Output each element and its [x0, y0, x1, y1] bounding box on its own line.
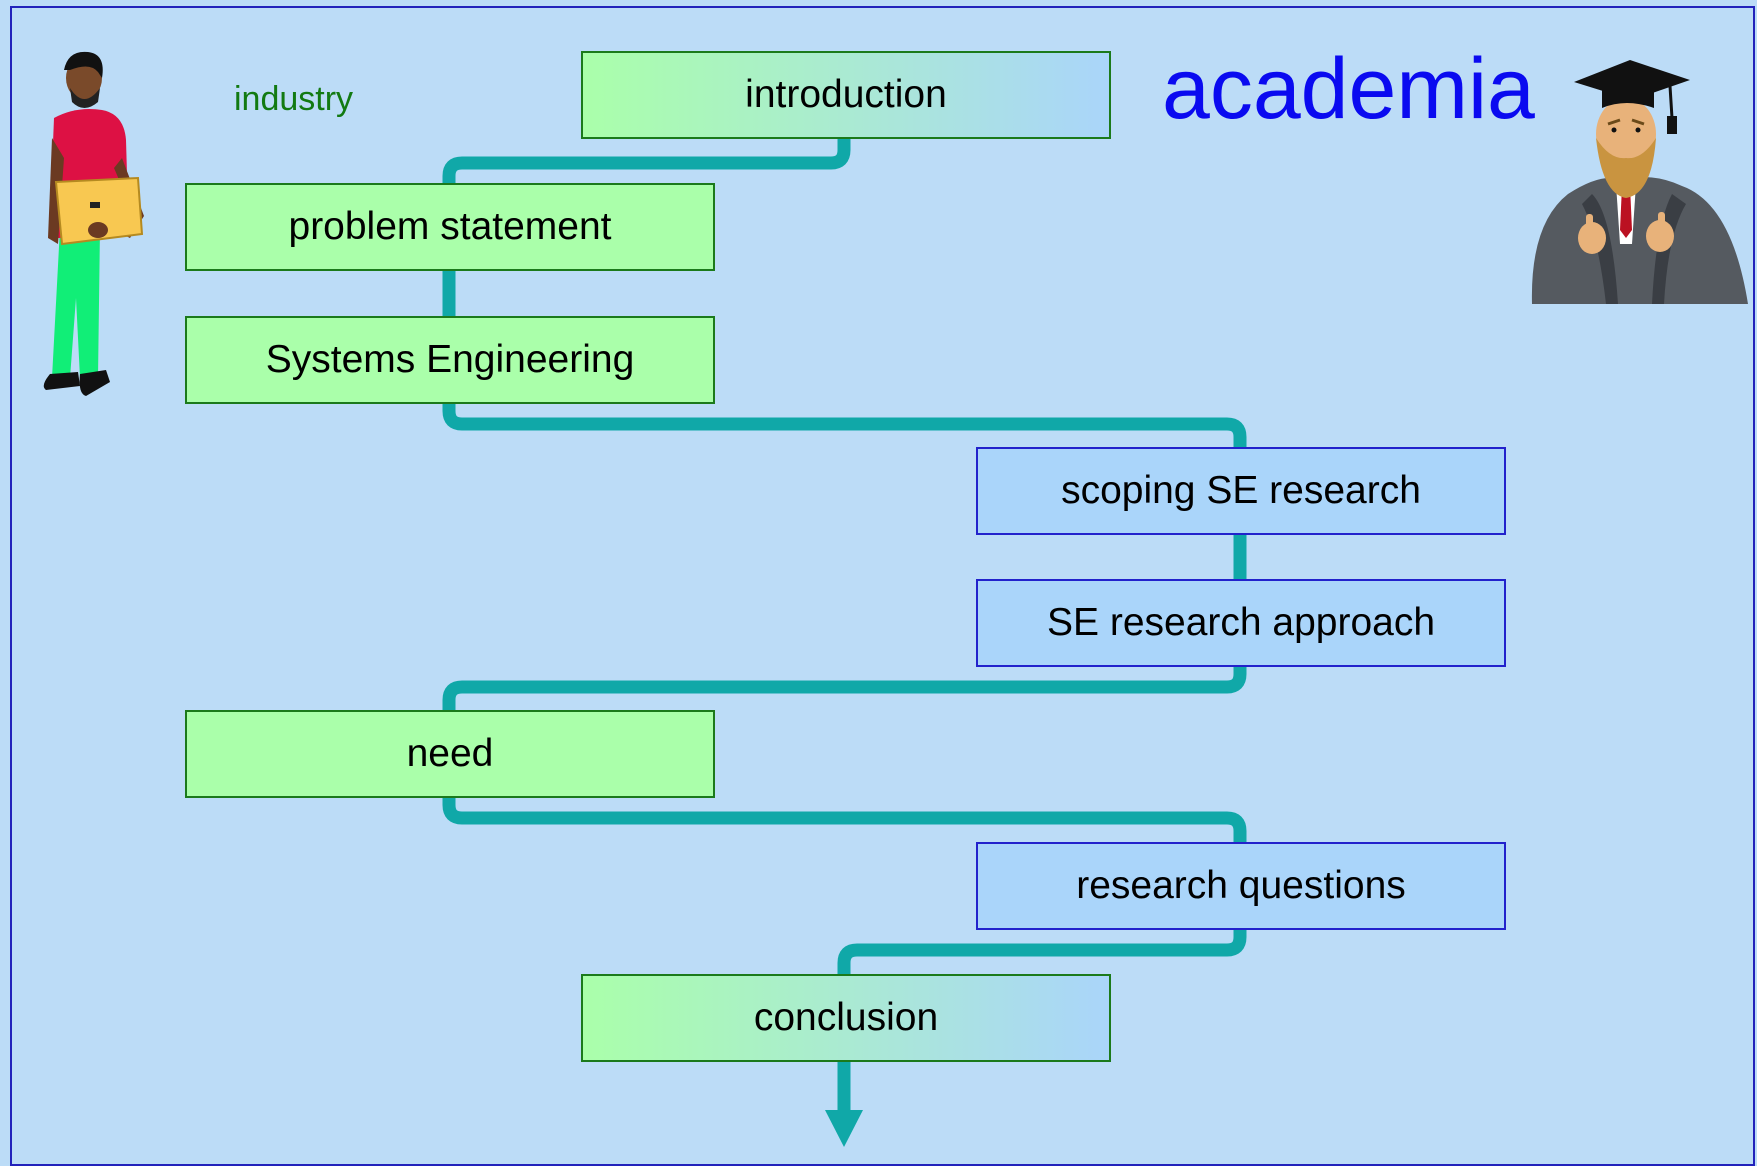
step-introduction: introduction — [581, 51, 1111, 139]
academic-professor-icon — [1531, 60, 1748, 304]
connector-approach-to-need — [442, 666, 1247, 710]
step-se-research-approach: SE research approach — [976, 579, 1506, 667]
step-se-research-approach-label: SE research approach — [1046, 601, 1436, 644]
connector-se-to-scoping — [442, 403, 1247, 447]
step-conclusion: conclusion — [581, 974, 1111, 1062]
step-systems-engineering-label: Systems Engineering — [265, 338, 635, 381]
step-need: need — [185, 710, 715, 798]
step-need-label: need — [406, 732, 494, 775]
step-problem-statement-label: problem statement — [288, 205, 612, 248]
step-introduction-label: introduction — [745, 73, 947, 116]
flow-arrowhead — [825, 1110, 863, 1147]
connector-intro-to-problem — [442, 138, 851, 183]
step-research-questions: research questions — [976, 842, 1506, 930]
step-conclusion-label: conclusion — [753, 996, 939, 1039]
step-problem-statement: problem statement — [185, 183, 715, 271]
step-research-questions-label: research questions — [1076, 864, 1406, 907]
connector-questions-to-conclusion — [837, 929, 1247, 974]
industry-label: industry — [234, 80, 354, 118]
step-scoping-se-research: scoping SE research — [976, 447, 1506, 535]
industry-person-icon — [43, 51, 144, 396]
step-systems-engineering: Systems Engineering — [185, 316, 715, 404]
step-scoping-se-research-label: scoping SE research — [1061, 469, 1421, 512]
academia-label: academia — [1162, 41, 1535, 137]
connector-need-to-questions — [442, 797, 1247, 842]
